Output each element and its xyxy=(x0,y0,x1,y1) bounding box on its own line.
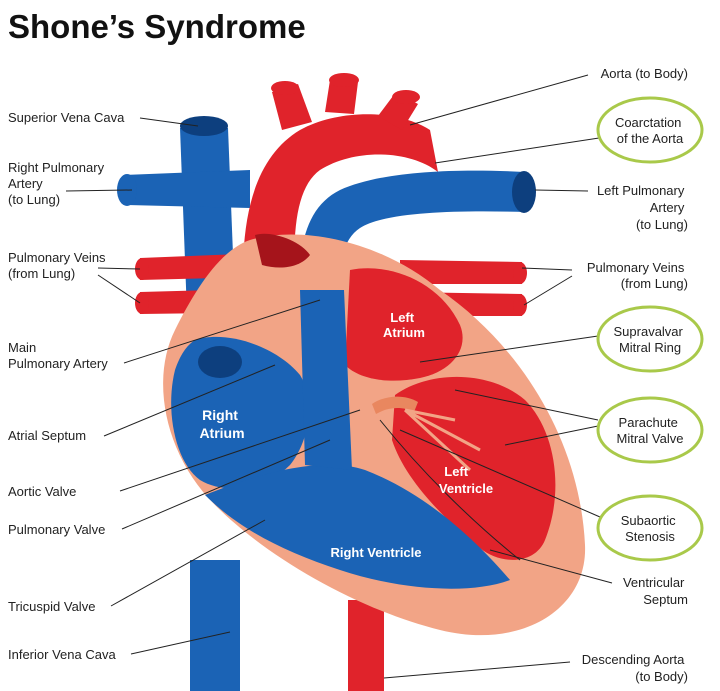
pulmonary-vein-left-lower-end xyxy=(135,292,149,314)
leader-lines xyxy=(65,74,613,679)
pulmonary-vein-left-upper-end xyxy=(135,258,149,280)
leader-right-pulmonary-artery xyxy=(65,189,133,192)
label-parachute-mitral-valve: Parachute Mitral Valve xyxy=(617,415,684,446)
label-inferior-vena-cava: Inferior Vena Cava xyxy=(8,647,116,662)
label-main-pulmonary-artery: Main Pulmonary Artery xyxy=(8,340,108,371)
leader-pulmonary-valve xyxy=(121,439,331,530)
leader-ventricular-septum xyxy=(489,549,613,584)
aortic-branch-2-end xyxy=(329,73,359,87)
leader-pulmonary-veins-right-1 xyxy=(521,267,573,271)
aortic-branch-1-end xyxy=(271,81,299,95)
label-aortic-valve: Aortic Valve xyxy=(8,484,76,499)
inferior-vena-cava-vessel xyxy=(190,560,240,691)
diagram-title: Shone’s Syndrome xyxy=(8,8,306,45)
right-atrium-chamber xyxy=(171,336,309,489)
right-atrium-opening xyxy=(198,346,242,378)
descending-aorta-vessel xyxy=(348,600,384,691)
label-tricuspid-valve: Tricuspid Valve xyxy=(8,599,95,614)
label-pulmonary-valve: Pulmonary Valve xyxy=(8,522,105,537)
leader-parachute-mitral-valve-1 xyxy=(454,389,599,421)
leader-parachute-mitral-valve-2 xyxy=(504,425,599,446)
right-pulmonary-artery-vessel xyxy=(125,170,250,208)
left-ventricle-chamber xyxy=(392,376,556,560)
leader-pulmonary-veins-left-2 xyxy=(97,274,141,304)
label-coarctation: Coarctation of the Aorta xyxy=(615,115,685,146)
leader-supravalvar-mitral-ring xyxy=(419,335,599,363)
label-descending-aorta: Descending Aorta (to Body) xyxy=(582,652,688,684)
left-pulmonary-artery-end xyxy=(512,171,536,213)
parachute-mitral-valve-highlight-oval xyxy=(596,396,704,464)
label-right-ventricle: Right Ventricle xyxy=(330,545,421,560)
leader-inferior-vena-cava xyxy=(130,631,231,655)
label-right-pulmonary-artery: Right Pulmonary Artery (to Lung) xyxy=(8,160,108,207)
left-atrium-chamber xyxy=(345,268,463,381)
label-left-atrium: Left Atrium xyxy=(383,310,425,340)
leader-superior-vena-cava xyxy=(139,117,199,127)
label-pulmonary-veins-right: Pulmonary Veins (from Lung) xyxy=(587,260,688,291)
superior-vena-cava-opening xyxy=(180,116,228,136)
subaortic-stenosis-highlight-oval xyxy=(596,494,704,562)
label-superior-vena-cava: Superior Vena Cava xyxy=(8,110,125,125)
label-supravalvar-mitral-ring: Supravalvar Mitral Ring xyxy=(614,324,687,355)
leader-subaortic-stenosis xyxy=(399,429,601,518)
leader-main-pulmonary-artery xyxy=(123,299,321,364)
aortic-branch-2 xyxy=(325,80,358,114)
label-left-ventricle: Left Ventricle xyxy=(439,464,493,496)
label-pulmonary-veins-left: Pulmonary Veins (from Lung) xyxy=(8,250,109,281)
aortic-branch-1 xyxy=(272,84,312,130)
leader-atrial-septum xyxy=(103,364,276,437)
left-atrium-upper-lobe xyxy=(255,233,310,268)
pulmonary-vein-right-upper-end xyxy=(513,262,527,284)
pulmonary-trunk-in-heart xyxy=(300,290,352,470)
leader-descending-aorta xyxy=(383,661,571,679)
left-pulmonary-artery-vessel xyxy=(298,170,525,330)
aortic-branch-3-end xyxy=(392,90,420,104)
label-left-pulmonary-artery: Left Pulmonary Artery (to Lung) xyxy=(597,183,688,232)
leader-tricuspid-valve xyxy=(110,519,266,607)
pulmonary-vein-right-upper xyxy=(400,260,522,284)
leader-coarctation xyxy=(434,137,600,164)
right-ventricle-chamber xyxy=(205,464,510,589)
ventricular-septum-line xyxy=(379,419,521,561)
leader-aortic-valve xyxy=(119,409,361,492)
parachute-mitral-cords xyxy=(403,408,481,472)
label-aorta-to-body: Aorta (to Body) xyxy=(601,66,688,81)
supravalvar-mitral-ring-highlight-oval xyxy=(596,305,704,373)
leader-aorta-to-body xyxy=(409,74,589,126)
mitral-ring xyxy=(372,396,418,414)
leader-left-pulmonary-artery xyxy=(534,189,589,192)
coarctation-highlight-oval xyxy=(596,96,704,164)
leader-pulmonary-veins-left-1 xyxy=(97,267,141,270)
pulmonary-vein-right-lower-end xyxy=(513,294,527,316)
label-ventricular-septum: Ventricular Septum xyxy=(623,575,688,607)
label-right-atrium: Right Atrium xyxy=(199,407,244,441)
leader-pulmonary-veins-right-2 xyxy=(523,275,573,306)
label-subaortic-stenosis: Subaortic Stenosis xyxy=(621,513,680,544)
label-atrial-septum: Atrial Septum xyxy=(8,428,86,443)
